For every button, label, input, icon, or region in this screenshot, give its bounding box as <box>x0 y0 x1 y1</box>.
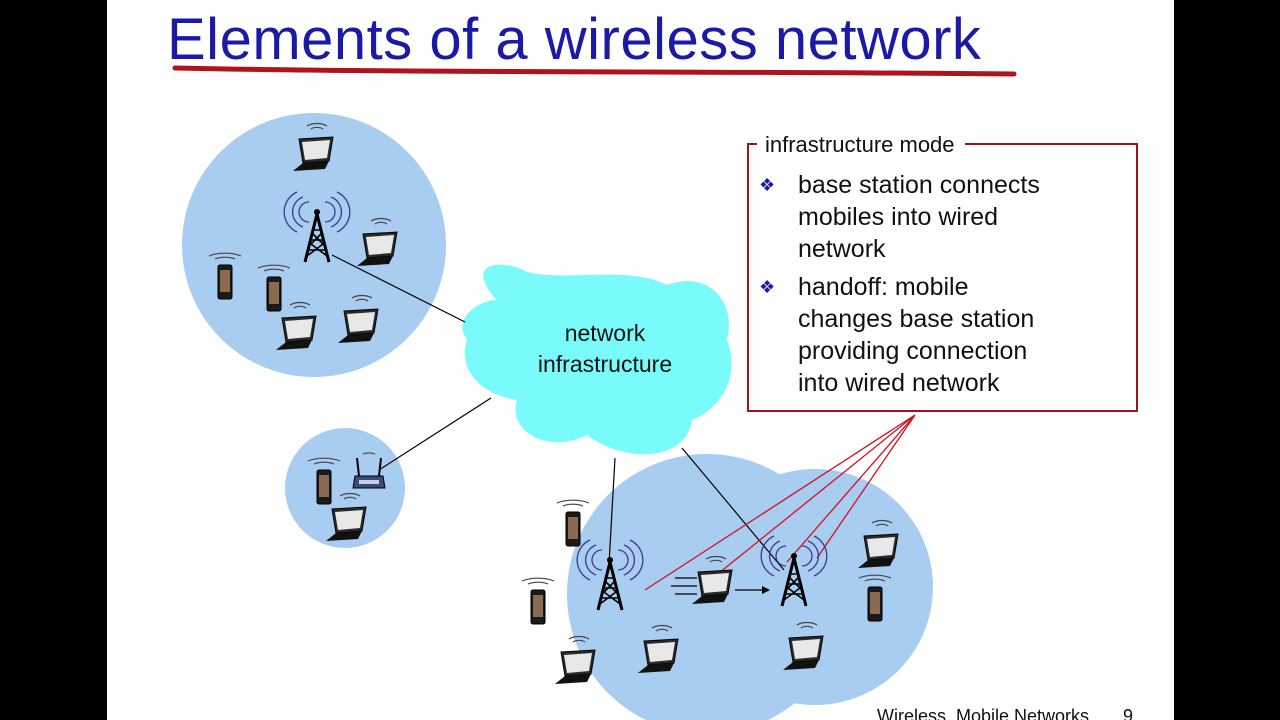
network-diagram <box>172 65 1017 720</box>
title-underline <box>172 65 1017 77</box>
handoff-arrowhead <box>762 586 770 594</box>
pointer-lines <box>644 414 916 591</box>
link-bottom-right-tower <box>681 447 785 571</box>
link-top-tower <box>331 254 466 323</box>
slide-title: Elements of a wireless network <box>167 7 982 72</box>
network-cloud <box>462 264 732 455</box>
cloud-label: network infrastructure <box>537 320 673 377</box>
cell-small <box>285 428 405 548</box>
link-bottom-left-tower <box>608 457 616 565</box>
slide: Elements of a wireless network <box>107 0 1174 720</box>
bullet-diamond-icon: ❖ <box>759 175 776 195</box>
info-box-heading: infrastructure mode <box>757 132 965 158</box>
motion-lines <box>671 577 697 595</box>
link-router <box>378 397 492 471</box>
cell-top-left <box>182 113 446 377</box>
cell-bottom-right <box>697 469 933 705</box>
bullet-diamond-icon: ❖ <box>759 277 776 297</box>
phone-icon <box>521 577 555 625</box>
footer-label: Wireless, Mobile Networks <box>877 706 1090 720</box>
page-number: 9 <box>1123 706 1134 720</box>
